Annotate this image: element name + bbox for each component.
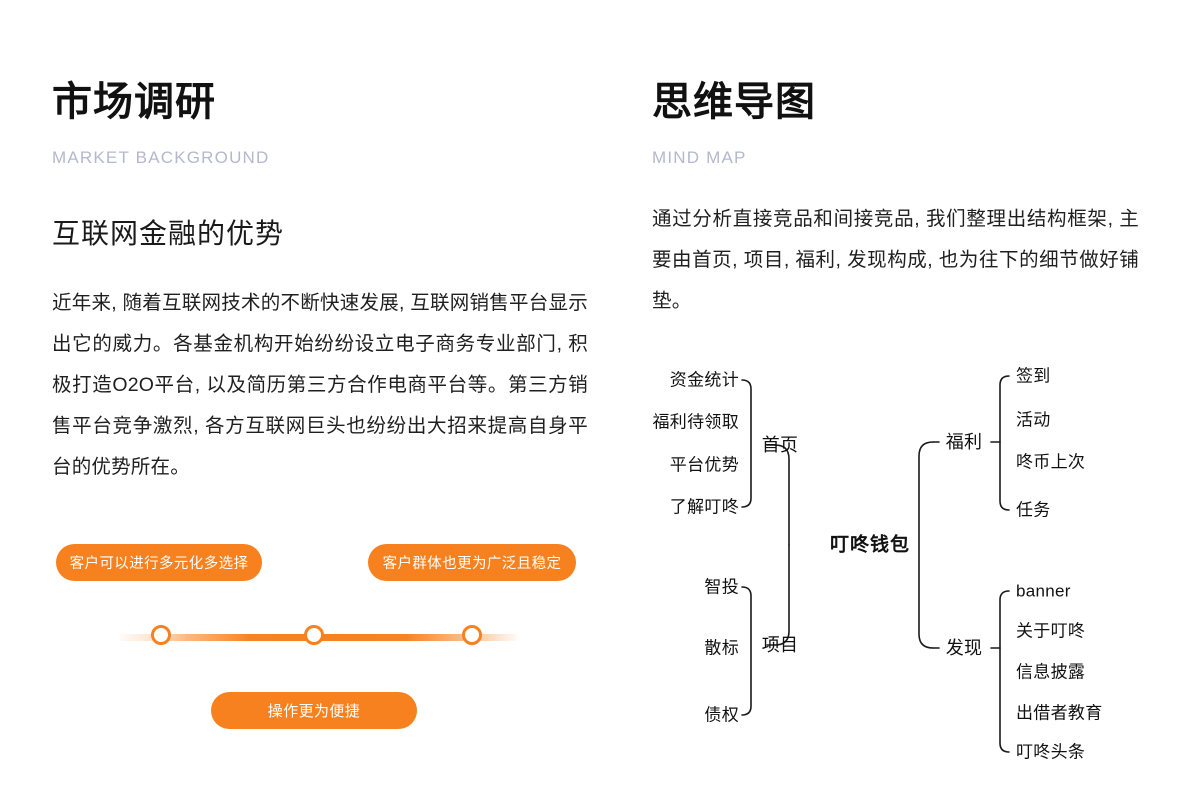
mindmap-leaf-scattered-bids[interactable]: 散标: [704, 638, 739, 658]
mind-map-connectors: [741, 375, 1010, 753]
page-title-market: 市场调研: [52, 80, 216, 124]
mindmap-leaf-banner[interactable]: banner: [1016, 581, 1071, 601]
mindmap-leaf-lender-education[interactable]: 出借者教育: [1016, 703, 1103, 723]
mindmap-leaf-activities[interactable]: 活动: [1016, 410, 1051, 430]
mind-map-paragraph: 通过分析直接竞品和间接竞品, 我们整理出结构框架, 主要由首页, 项目, 福利,…: [652, 208, 1139, 312]
mindmap-leaf-fund-stats[interactable]: 资金统计: [669, 370, 739, 390]
mindmap-leaf-smart-invest[interactable]: 智投: [704, 577, 739, 597]
mindmap-leaf-headlines[interactable]: 叮咚头条: [1016, 742, 1086, 762]
pill-broader-stable-audience[interactable]: 客户群体也更为广泛且稳定: [368, 544, 576, 581]
pill-diversified-choice[interactable]: 客户可以进行多元化多选择: [56, 544, 262, 581]
mindmap-leaf-about-dingdong[interactable]: 了解叮咚: [669, 497, 739, 517]
pill-easier-operation[interactable]: 操作更为便捷: [211, 692, 417, 729]
market-background-column: 市场调研 MARKET BACKGROUND 互联网金融的优势 近年来, 随着互…: [52, 80, 588, 729]
mindmap-leaf-pending-benefits[interactable]: 福利待领取: [652, 412, 739, 432]
mindmap-root-node[interactable]: 叮咚钱包: [829, 534, 911, 556]
mindmap-leaf-platform-advantage[interactable]: 平台优势: [669, 455, 739, 475]
page-title-mindmap: 思维导图: [652, 80, 816, 124]
mindmap-leaf-tasks[interactable]: 任务: [1016, 500, 1051, 520]
page-subtitle-mindmap: MIND MAP: [652, 148, 747, 167]
page-subtitle-market: MARKET BACKGROUND: [52, 148, 270, 167]
mindmap-leaf-coin-history[interactable]: 咚币上次: [1016, 452, 1086, 472]
progress-step-1[interactable]: [151, 625, 171, 645]
progress-track[interactable]: [118, 625, 518, 645]
progress-step-2[interactable]: [304, 625, 324, 645]
market-background-paragraph: 近年来, 随着互联网技术的不断快速发展, 互联网销售平台显示出它的威力。各基金机…: [52, 292, 588, 478]
mindmap-leaf-check-in[interactable]: 签到: [1016, 366, 1051, 386]
mindmap-leaf-information-disclosure[interactable]: 信息披露: [1016, 662, 1086, 682]
mindmap-branch-projects[interactable]: 项目: [761, 635, 799, 655]
mindmap-branch-discover[interactable]: 发现: [945, 638, 983, 658]
progress-step-3[interactable]: [462, 625, 482, 645]
mindmap-branch-benefits[interactable]: 福利: [945, 432, 983, 452]
mindmap-leaf-about-us[interactable]: 关于叮咚: [1016, 621, 1086, 641]
section-heading-advantages: 互联网金融的优势: [52, 218, 285, 249]
mind-map-column: 思维导图 MIND MAP 通过分析直接竞品和间接竞品, 我们整理出结构框架, …: [620, 0, 1201, 801]
mindmap-branch-home[interactable]: 首页: [761, 435, 799, 455]
mindmap-leaf-creditor-rights[interactable]: 债权: [704, 705, 739, 725]
mind-map-diagram: 叮咚钱包 首页 资金统计 福利待领取 平台优势 了解叮咚 项目 智投 散标 债权…: [620, 340, 1201, 790]
